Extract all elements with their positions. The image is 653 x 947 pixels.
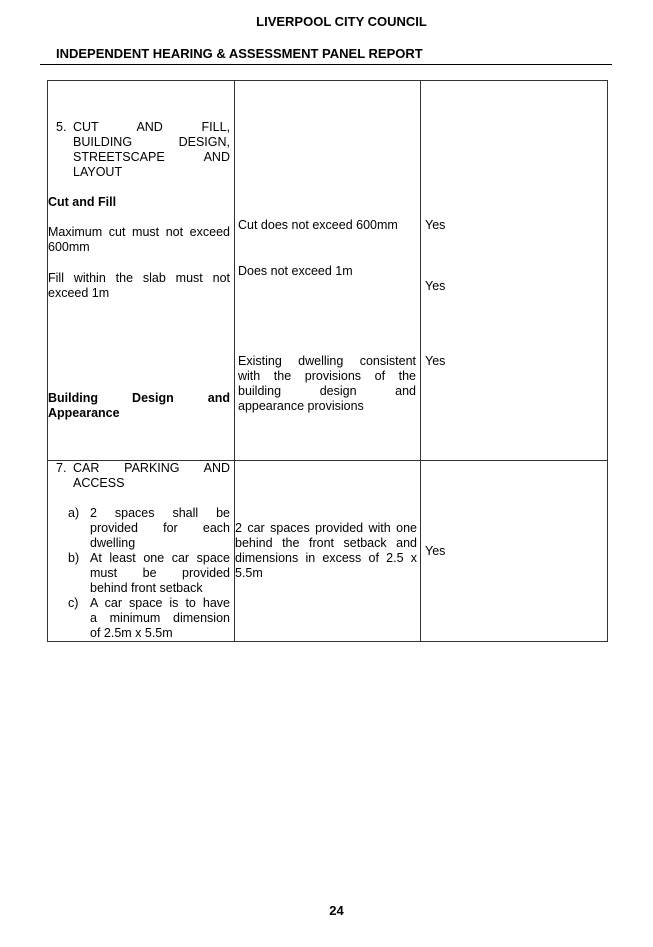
result-cell: 2 car spaces provided with one behind th… — [234, 460, 421, 642]
table-row: 5. CUT AND FILL, BUILDING DESIGN, STREET… — [47, 80, 608, 461]
building-result: Existing dwelling consistent with the pr… — [238, 354, 416, 413]
section-number: 7. — [56, 461, 67, 475]
result-cell: Cut does not exceed 600mm Does not excee… — [234, 80, 421, 461]
fill-compliance: Yes — [425, 279, 446, 293]
parking-result: 2 car spaces provided with one behind th… — [235, 521, 417, 580]
list-marker: c) — [68, 596, 79, 610]
report-title: INDEPENDENT HEARING & ASSESSMENT PANEL R… — [56, 46, 423, 61]
section-title: CUT AND FILL, BUILDING DESIGN, STREETSCA… — [73, 120, 230, 179]
section-number: 5. — [56, 120, 67, 134]
max-cut-result: Cut does not exceed 600mm — [238, 218, 398, 232]
building-design-control: Building Design and Appearance — [48, 391, 230, 420]
list-item: 2 spaces shall be provided for each dwel… — [90, 506, 230, 550]
assessment-table: 5. CUT AND FILL, BUILDING DESIGN, STREET… — [47, 80, 608, 642]
council-name: LIVERPOOL CITY COUNCIL — [256, 14, 427, 29]
fill-control: Fill within the slab must not exceed 1m — [48, 271, 230, 300]
list-item: A car space is to have a minimum dimensi… — [90, 596, 230, 640]
list-marker: a) — [68, 506, 80, 520]
parking-compliance: Yes — [425, 544, 446, 558]
building-compliance: Yes — [425, 354, 446, 368]
table-row: 7. CAR PARKING AND ACCESS a) 2 spaces sh… — [47, 460, 608, 642]
list-item: At least one car space must be provided … — [90, 551, 230, 595]
compliance-cell: Yes Yes Yes — [420, 80, 608, 461]
max-cut-control: Maximum cut must not exceed 600mm — [48, 225, 230, 254]
list-marker: b) — [68, 551, 80, 565]
control-cell: 5. CUT AND FILL, BUILDING DESIGN, STREET… — [47, 80, 235, 461]
compliance-cell: Yes — [420, 460, 608, 642]
control-cell: 7. CAR PARKING AND ACCESS a) 2 spaces sh… — [47, 460, 235, 642]
max-cut-compliance: Yes — [425, 218, 446, 232]
page-number: 24 — [329, 903, 344, 918]
cut-fill-heading: Cut and Fill — [48, 195, 117, 209]
fill-result: Does not exceed 1m — [238, 264, 353, 278]
header-rule — [40, 64, 612, 65]
section-title: CAR PARKING AND ACCESS — [73, 461, 230, 490]
